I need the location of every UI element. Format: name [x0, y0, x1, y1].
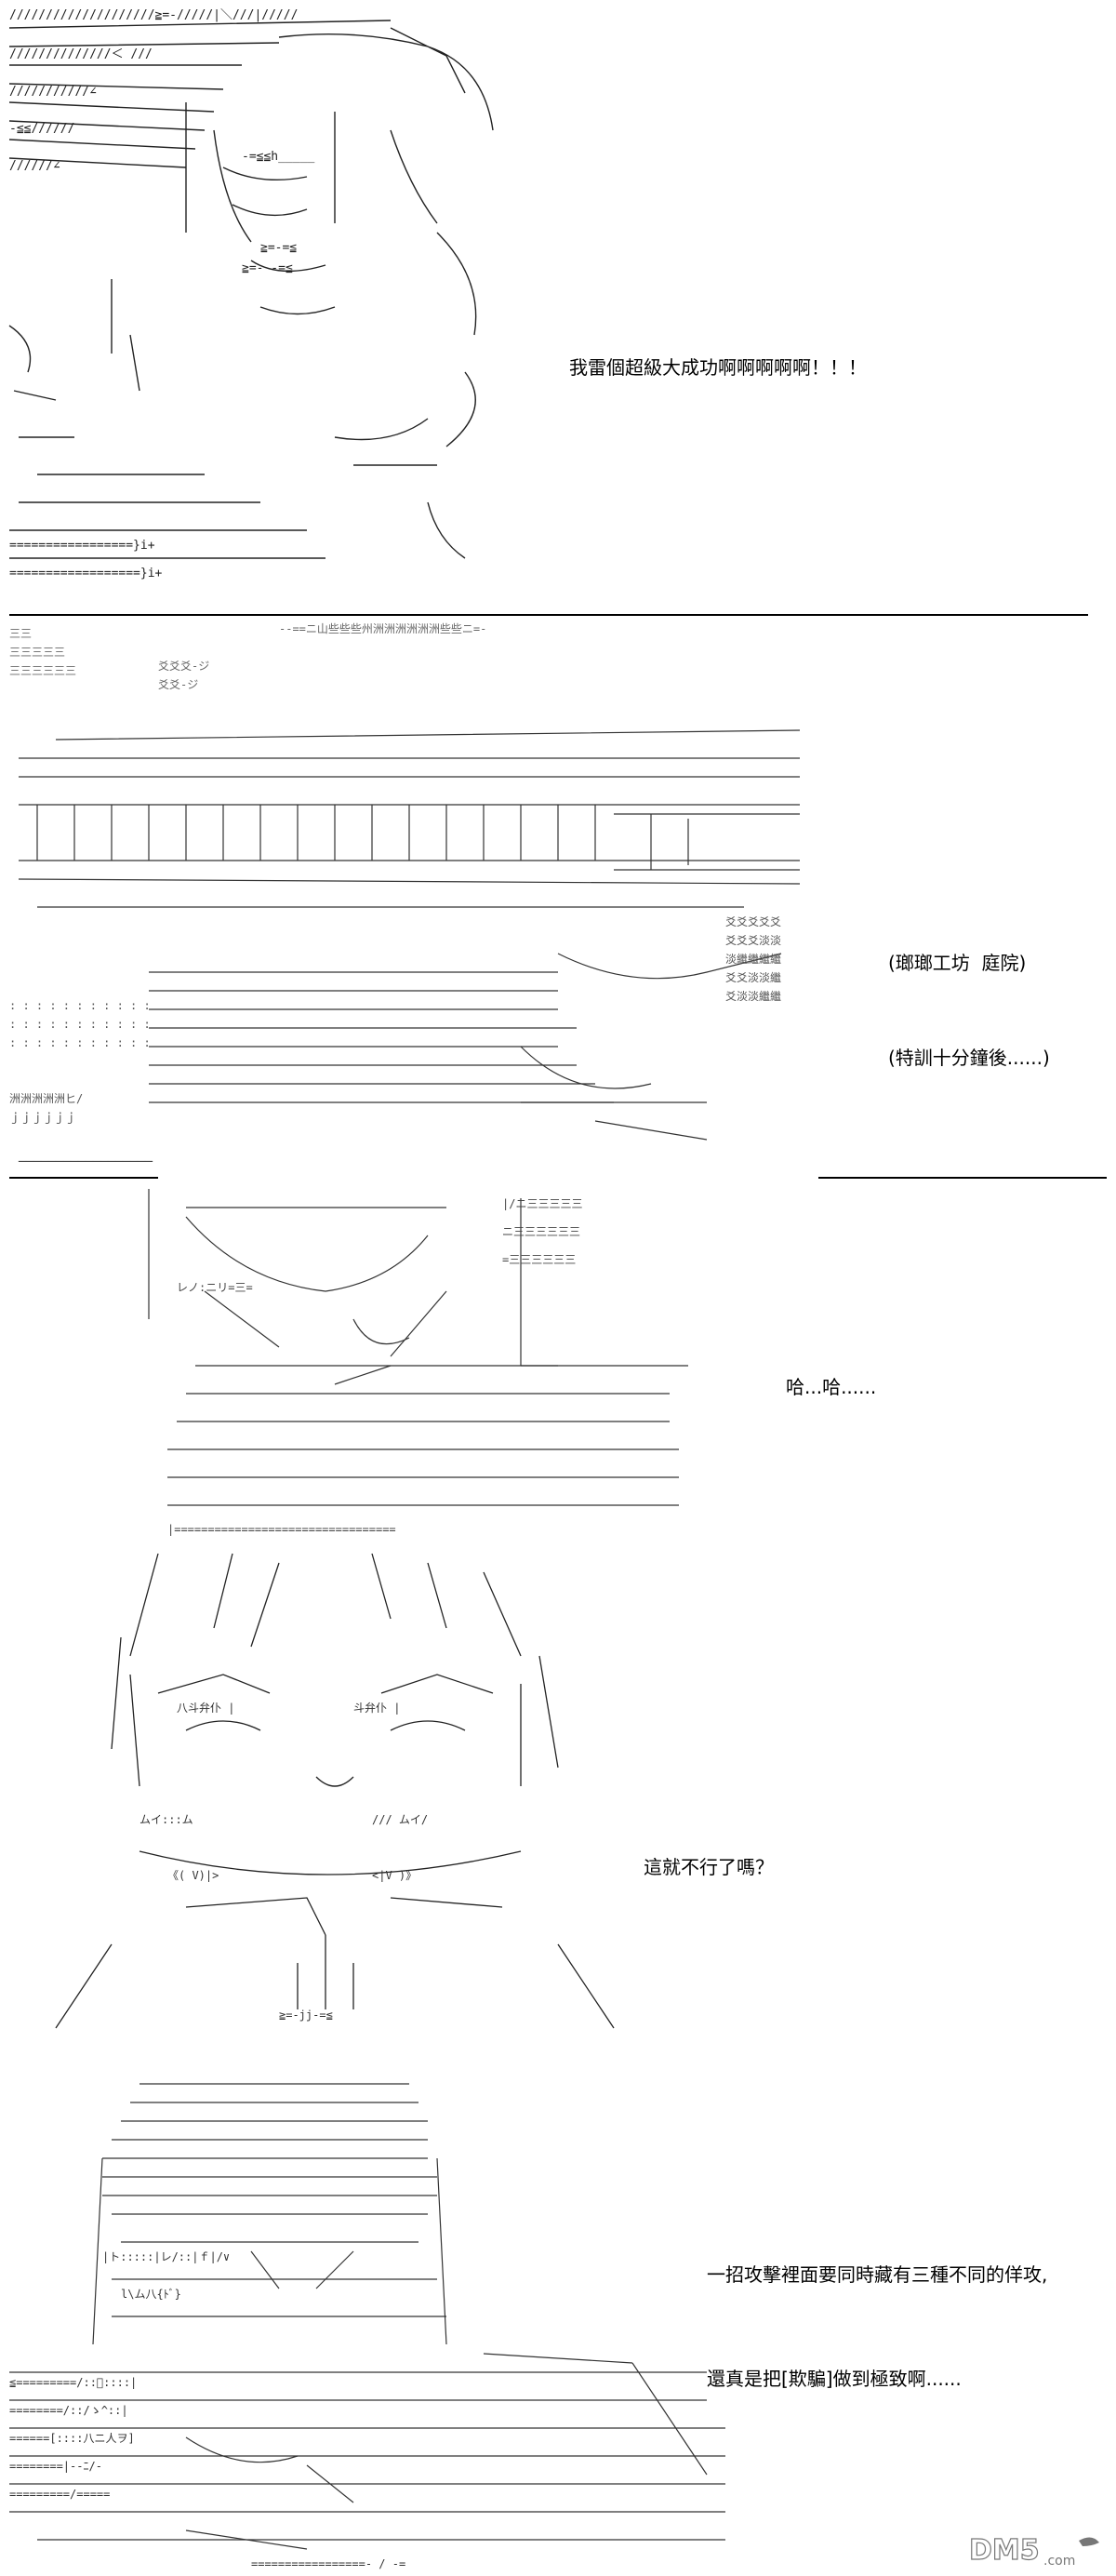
svg-text:爻爻爻-ジ: 爻爻爻-ジ	[158, 660, 209, 673]
panel-1: ////////////////////≧=-/////|＼///|///// …	[0, 0, 1116, 595]
ascii-art-character-shouting: ////////////////////≧=-/////|＼///|///// …	[0, 0, 707, 595]
svg-text:《( V)|>: 《( V)|>	[167, 1869, 219, 1882]
ascii-art-character-panting: |/ニ三三三三三 ニ三三三三三三 =三三三三三三 レノ:ニリ=三= |=====…	[0, 1180, 707, 1542]
caption-line: 一招攻擊裡面要同時藏有三種不同的佯攻,	[707, 2263, 1048, 2286]
panel-2: 三三 三三三三三 三三三三三三 --==ニ山些些些州洲洲洲洲洲洲些些ニ=- 爻爻…	[0, 619, 1116, 1177]
panel-3: |/ニ三三三三三 ニ三三三三三三 =三三三三三三 レノ:ニリ=三= |=====…	[0, 1180, 1116, 1542]
svg-text:==================}i+: ==================}i+	[9, 567, 163, 581]
divider	[9, 614, 1088, 616]
svg-text:=========/=====: =========/=====	[9, 2488, 110, 2501]
svg-text:洲洲洲洲洲ヒ/: 洲洲洲洲洲ヒ/	[9, 1092, 83, 1105]
svg-text:: : : : : : : : : : :: : : : : : : : : : : :	[9, 999, 151, 1012]
svg-text:l\ム八{ﾄﾞ}: l\ム八{ﾄﾞ}	[121, 2288, 181, 2301]
svg-text:<|V )》: <|V )》	[372, 1869, 417, 1882]
svg-text:八斗弁仆 |: 八斗弁仆 |	[177, 1701, 234, 1715]
caption-line: 哈...哈......	[786, 1376, 877, 1398]
svg-text:-=≦≦h_____: -=≦≦h_____	[242, 150, 314, 164]
svg-text:爻淡淡繼繼: 爻淡淡繼繼	[725, 990, 781, 1003]
svg-text:: : : : : : : : : : :: : : : : : : : : : : :	[9, 1018, 151, 1031]
svg-text:========/::/ゝ^::|: ========/::/ゝ^::|	[9, 2404, 128, 2417]
svg-text:三三三三三三: 三三三三三三	[9, 664, 76, 677]
svg-text:爻爻淡淡繼: 爻爻淡淡繼	[725, 971, 781, 984]
svg-text:レノ:ニリ=三=: レノ:ニリ=三=	[177, 1281, 253, 1294]
caption-line: (特訓十分鐘後......)	[888, 1047, 1050, 1069]
caption-line: 還真是把[欺騙]做到極致啊......	[707, 2368, 962, 2390]
svg-text:ｊｊｊｊｊｊ: ｊｊｊｊｊｊ	[9, 1111, 76, 1124]
svg-text:///////////∠: ///////////∠	[9, 85, 97, 99]
dm5-logo: DM5 .com	[968, 2528, 1109, 2570]
svg-text:≧=-=≦: ≧=-=≦	[260, 241, 297, 255]
svg-text:/// ムイ/: /// ムイ/	[372, 1813, 428, 1826]
svg-text:////////////////////≧=-/////|＼: ////////////////////≧=-/////|＼///|/////	[9, 8, 298, 22]
divider	[818, 1177, 1107, 1179]
svg-text:爻爻-ジ: 爻爻-ジ	[158, 678, 198, 691]
svg-text:≦=========/::ﾞ::::|: ≦=========/::ﾞ::::|	[9, 2376, 137, 2389]
svg-text:三三三三三: 三三三三三	[9, 646, 65, 659]
svg-text:≧=- -=≦: ≧=- -=≦	[242, 261, 293, 275]
svg-text:淡繼繼繼繼: 淡繼繼繼繼	[725, 953, 781, 966]
svg-text:爻爻爻爻爻: 爻爻爻爻爻	[725, 915, 781, 928]
ascii-art-character-smirking: 八斗弁仆 | 斗弁仆 | ムイ:::ム /// ムイ/ 《( V)|> <|V …	[0, 1544, 707, 2047]
svg-text://////∠: //////∠	[9, 159, 60, 173]
caption-2: (瑯瑯工坊 庭院) (特訓十分鐘後......)	[888, 884, 1050, 1137]
svg-text:|=============================: |=================================	[167, 1523, 396, 1536]
caption-line: (瑯瑯工坊 庭院)	[888, 952, 1027, 974]
svg-text://////////////＜ ///: //////////////＜ ///	[9, 47, 153, 61]
svg-text:=================}i+: =================}i+	[9, 539, 155, 553]
logo-text: DM5	[969, 2534, 1040, 2567]
panel-4: 八斗弁仆 | 斗弁仆 | ムイ:::ム /// ムイ/ 《( V)|> <|V …	[0, 1544, 1116, 2047]
caption-4: 這就不行了嗎？	[644, 1788, 774, 1946]
svg-text:======[::::八ニ人ヲ]: ======[::::八ニ人ヲ]	[9, 2432, 135, 2445]
svg-text:ムイ:::ム: ムイ:::ム	[140, 1813, 193, 1826]
caption-1: 我雷個超級大成功啊啊啊啊啊！！！	[569, 288, 867, 447]
svg-text:__________________: __________________	[18, 1144, 153, 1163]
ascii-art-character-thinking: |ト:::::|レ/::|ｆ|/∨ l\ム八{ﾄﾞ} ≦=========/::…	[0, 2065, 744, 2576]
logo-suffix: .com	[1043, 2554, 1075, 2569]
svg-text:=三三三三三三: =三三三三三三	[502, 1253, 576, 1266]
svg-text:|/ニ三三三三三: |/ニ三三三三三	[502, 1197, 582, 1210]
svg-text:========|--ﾆ/-: ========|--ﾆ/-	[9, 2460, 102, 2473]
ascii-art-workshop-courtyard: 三三 三三三三三 三三三三三三 --==ニ山些些些州洲洲洲洲洲洲些些ニ=- 爻爻…	[0, 619, 1097, 1177]
svg-text:|ト:::::|レ/::|ｆ|/∨: |ト:::::|レ/::|ｆ|/∨	[102, 2250, 230, 2263]
svg-text:爻爻爻淡淡: 爻爻爻淡淡	[725, 934, 781, 947]
svg-text:ニ三三三三三三: ニ三三三三三三	[502, 1225, 580, 1238]
svg-text:=================- / -=: =================- / -=	[251, 2557, 405, 2570]
caption-line: 我雷個超級大成功啊啊啊啊啊！！！	[569, 356, 867, 379]
caption-5: 一招攻擊裡面要同時藏有三種不同的佯攻, 還真是把[欺騙]做到極致啊......	[707, 2196, 1047, 2458]
svg-text:≧=-jj-=≦: ≧=-jj-=≦	[279, 2009, 333, 2022]
svg-text:三三: 三三	[9, 627, 32, 640]
svg-text:-≦≦//////: -≦≦//////	[9, 122, 74, 136]
caption-line: 這就不行了嗎？	[644, 1856, 774, 1878]
divider	[9, 1177, 158, 1179]
svg-text:: : : : : : : : : : :: : : : : : : : : : : :	[9, 1036, 151, 1049]
panel-5: |ト:::::|レ/::|ｆ|/∨ l\ム八{ﾄﾞ} ≦=========/::…	[0, 2065, 1116, 2576]
caption-3: 哈...哈......	[786, 1308, 876, 1466]
svg-text:--==ニ山些些些州洲洲洲洲洲洲些些ニ=-: --==ニ山些些些州洲洲洲洲洲洲些些ニ=-	[279, 622, 486, 635]
svg-text:斗弁仆 |: 斗弁仆 |	[353, 1701, 400, 1715]
